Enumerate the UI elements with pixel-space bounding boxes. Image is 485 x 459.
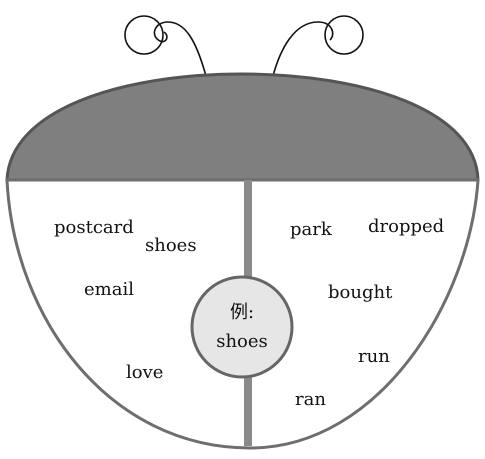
left-antenna-curl [125,16,163,54]
example-circle [192,277,292,377]
example-word: shoes [216,331,268,352]
left-word: email [84,279,134,300]
right-word: bought [328,282,393,303]
left-word: postcard [54,217,134,238]
left-word: shoes [145,235,197,256]
right-word: ran [295,389,326,410]
right-word: park [290,219,333,240]
antennae [125,16,363,76]
shell [7,74,478,180]
right-antenna [273,22,333,76]
example-label: 例: [230,302,254,323]
right-word: dropped [368,216,444,237]
left-word: love [126,362,163,383]
right-antenna-curl [325,16,363,54]
right-word: run [358,346,390,367]
